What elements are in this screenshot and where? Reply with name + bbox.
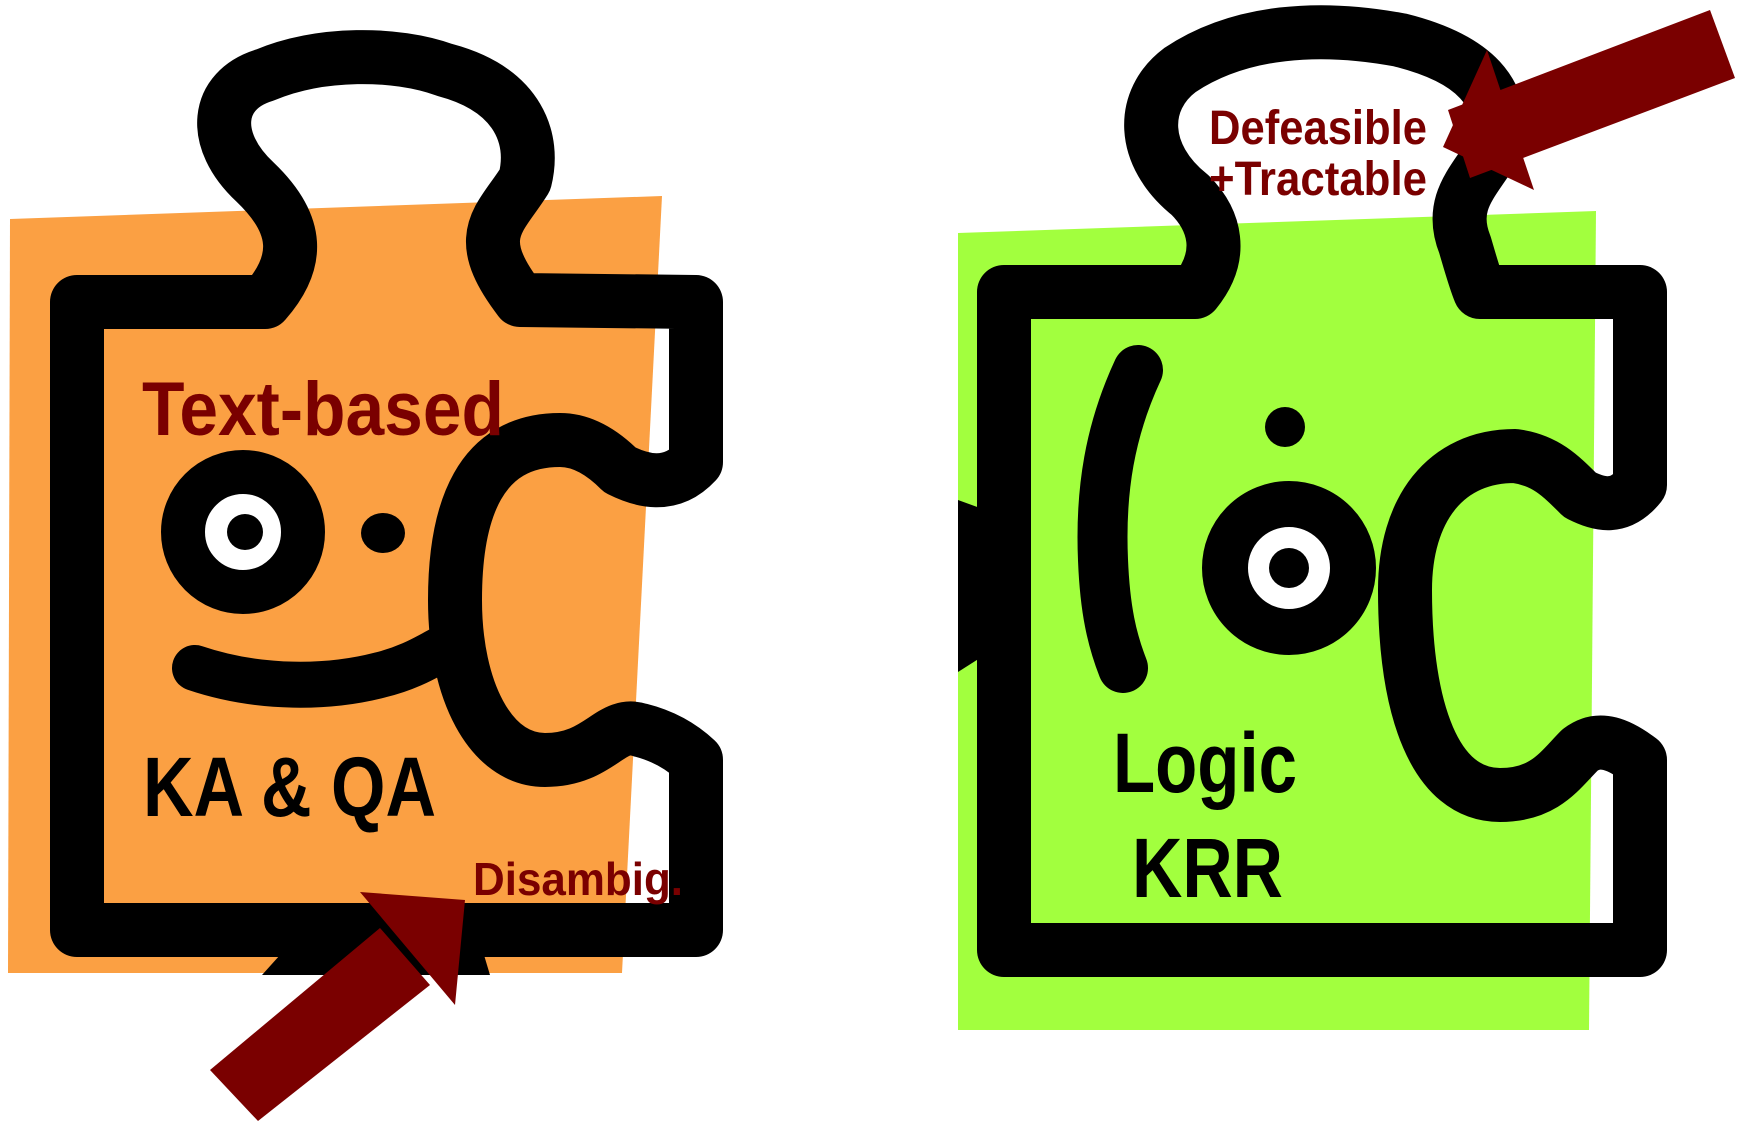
left-subtitle: KA & QA bbox=[143, 740, 436, 834]
right-arrow bbox=[1443, 10, 1735, 190]
left-note: Disambig. bbox=[473, 853, 683, 905]
left-title: Text-based bbox=[142, 367, 504, 452]
left-arrow bbox=[210, 892, 465, 1121]
left-piece-background bbox=[8, 196, 662, 973]
right-puzzle-piece: Logic KRR Defeasible +Tractable bbox=[958, 5, 1735, 1030]
right-eye-pupil bbox=[1269, 548, 1309, 588]
right-eye-dot bbox=[361, 513, 405, 553]
left-arrow-shaft bbox=[210, 928, 430, 1121]
left-puzzle-piece: Text-based KA & QA Disambig. bbox=[8, 30, 723, 1121]
left-piece-outline bbox=[50, 30, 723, 957]
right-eye-dot bbox=[1265, 407, 1305, 447]
left-arrow-head bbox=[360, 892, 465, 1005]
left-mouth bbox=[172, 627, 463, 708]
right-piece-outline bbox=[977, 5, 1667, 977]
right-piece-left-tab bbox=[958, 500, 980, 672]
right-eyebrow bbox=[1077, 345, 1163, 693]
right-arrow-shaft bbox=[1448, 10, 1735, 178]
left-eye-pupil bbox=[227, 514, 263, 550]
right-arrow-head bbox=[1443, 50, 1534, 190]
right-note-line2: +Tractable bbox=[1209, 153, 1427, 206]
right-subtitle: KRR bbox=[1132, 821, 1283, 915]
right-title: Logic bbox=[1113, 716, 1297, 810]
right-note-line1: Defeasible bbox=[1209, 102, 1427, 155]
